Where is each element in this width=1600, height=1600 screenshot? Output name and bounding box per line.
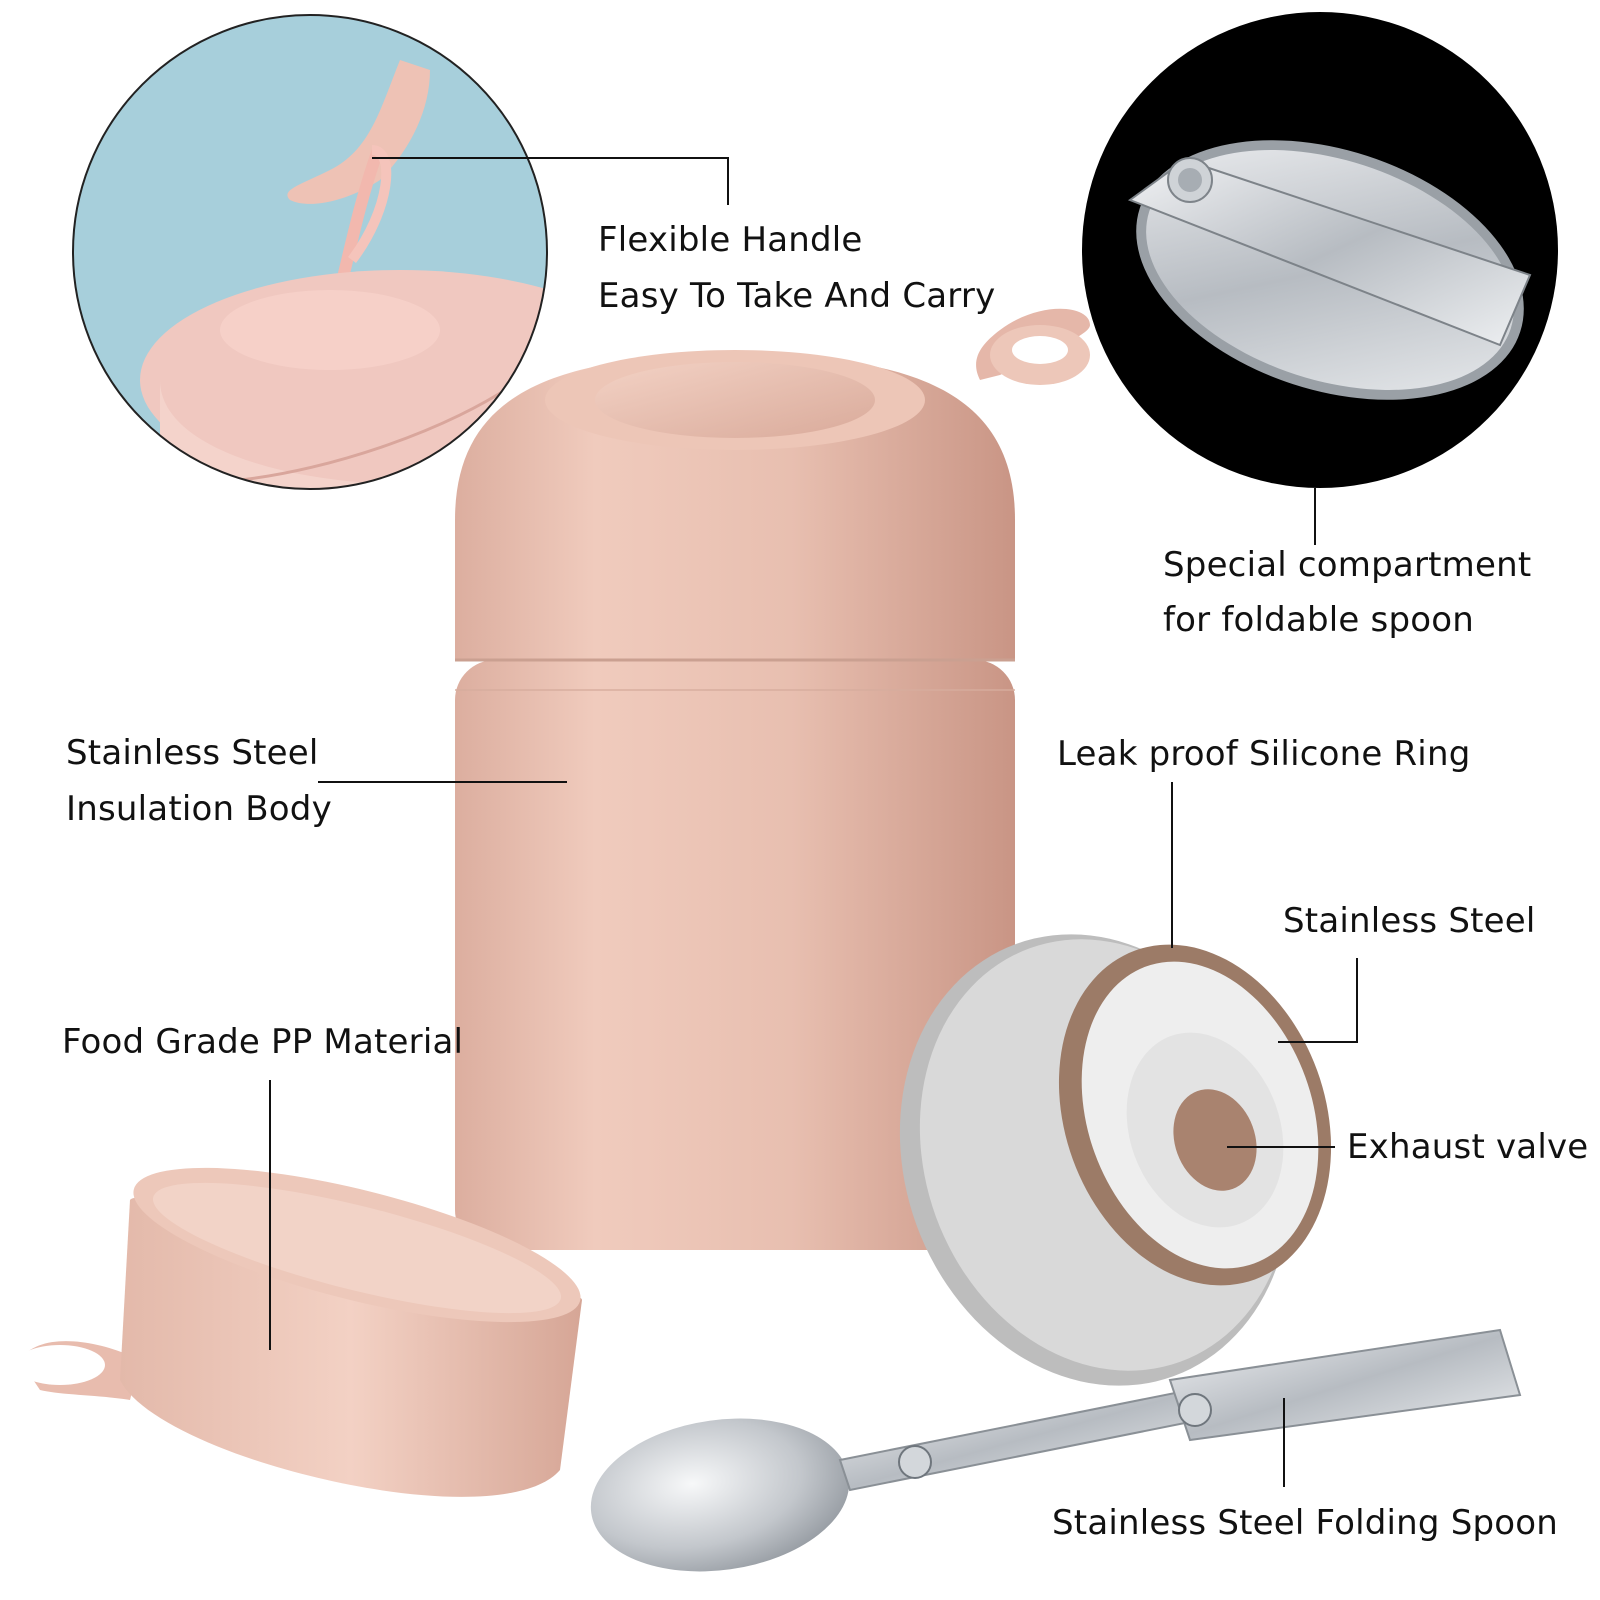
handle-leader-line [372, 157, 729, 205]
handle-callout-title: Flexible Handle [598, 220, 863, 260]
pp-material-callout: Food Grade PP Material [62, 1022, 464, 1062]
body-callout-subtitle: Insulation Body [66, 789, 332, 829]
stopper-lid [899, 934, 1332, 1386]
lid-steel-callout: Stainless Steel [1283, 901, 1536, 941]
body-callout-title: Stainless Steel [66, 733, 319, 773]
lid-steel-leader-line [1278, 958, 1358, 1043]
callout-lines [269, 157, 1358, 1487]
spoon-compartment-inset [1082, 12, 1558, 488]
exhaust-valve-callout: Exhaust valve [1347, 1127, 1589, 1167]
compartment-callout-subtitle: for foldable spoon [1163, 600, 1474, 640]
pp-bowl [15, 1167, 582, 1497]
folding-spoon-callout: Stainless Steel Folding Spoon [1052, 1503, 1559, 1543]
folding-spoon [590, 1328, 1522, 1572]
silicone-ring-callout: Leak proof Silicone Ring [1057, 734, 1471, 774]
food-jar [455, 308, 1090, 1250]
handle-callout-subtitle: Easy To Take And Carry [598, 276, 996, 316]
compartment-callout-title: Special compartment [1163, 545, 1532, 585]
